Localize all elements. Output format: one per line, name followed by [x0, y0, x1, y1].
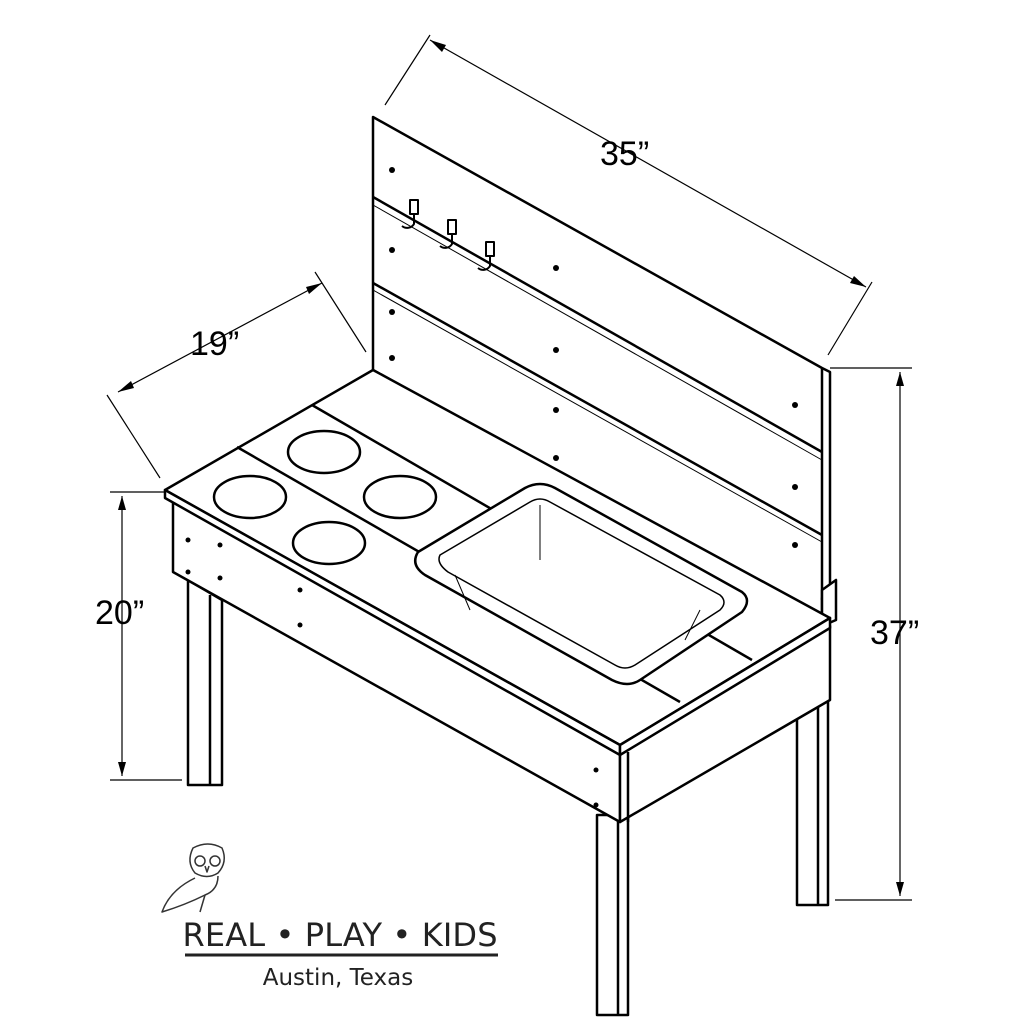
hook-icon [401, 199, 419, 229]
brand-location: Austin, Texas [263, 965, 413, 991]
owl-logo-icon [161, 843, 225, 913]
apron [171, 498, 838, 824]
width-label: 35” [600, 135, 649, 173]
hooks [401, 199, 495, 271]
pot-holes [212, 429, 438, 566]
sink [413, 482, 749, 686]
apron-screws [185, 537, 599, 808]
arrowheads [118, 40, 904, 896]
hook-icon [439, 219, 457, 249]
depth-label: 19” [190, 325, 239, 363]
brand-name: REAL • PLAY • KIDS [183, 916, 498, 954]
hook-icon [477, 241, 495, 271]
dimension-lines [106, 34, 912, 901]
backboard-screws [389, 167, 798, 548]
table-height-label: 20” [95, 594, 144, 632]
total-height-label: 37” [870, 614, 919, 652]
